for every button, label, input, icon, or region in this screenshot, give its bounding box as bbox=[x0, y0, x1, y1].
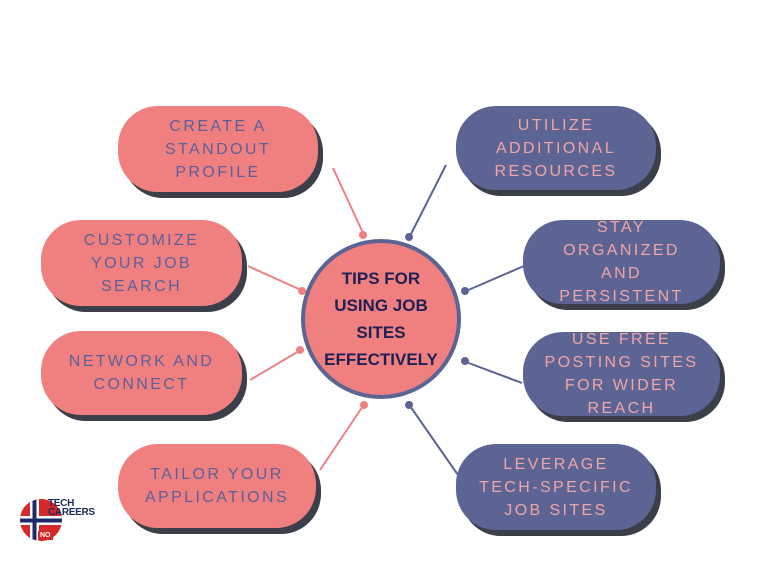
connector-dot bbox=[298, 287, 306, 295]
center-title: TIPS FOR USING JOB SITES EFFECTIVELY bbox=[324, 269, 438, 369]
tip-label: NETWORK AND CONNECT bbox=[68, 353, 215, 393]
center-topic: TIPS FOR USING JOB SITES EFFECTIVELY bbox=[301, 239, 461, 399]
tip-utilize-additional-resources: UTILIZE ADDITIONAL RESOURCES bbox=[456, 106, 656, 190]
tip-leverage-tech-sites: LEVERAGE TECH-SPECIFIC JOB SITES bbox=[456, 444, 656, 530]
connector-line bbox=[409, 405, 459, 476]
tip-label: CREATE A STANDOUT PROFILE bbox=[164, 117, 271, 181]
connector-line bbox=[409, 164, 447, 237]
tip-label: TAILOR YOUR APPLICATIONS bbox=[144, 466, 290, 506]
logo-wordmark: TECH CAREERS bbox=[48, 498, 95, 518]
connector-line bbox=[465, 361, 523, 384]
tip-label: LEVERAGE TECH-SPECIFIC JOB SITES bbox=[479, 455, 633, 519]
connector-dot bbox=[359, 231, 367, 239]
logo-line-1: TECH bbox=[48, 498, 75, 509]
tip-network-and-connect: NETWORK AND CONNECT bbox=[41, 331, 242, 415]
connector-dot bbox=[405, 233, 413, 241]
tip-create-standout-profile: CREATE A STANDOUT PROFILE bbox=[118, 106, 318, 192]
connector-line bbox=[247, 265, 302, 291]
tip-tailor-applications: TAILOR YOUR APPLICATIONS bbox=[118, 444, 316, 528]
tip-customize-job-search: CUSTOMIZE YOUR JOB SEARCH bbox=[41, 220, 242, 306]
tip-label: CUSTOMIZE YOUR JOB SEARCH bbox=[83, 231, 200, 295]
connector-line bbox=[332, 167, 364, 234]
tip-label: UTILIZE ADDITIONAL RESOURCES bbox=[494, 116, 618, 180]
tech-careers-logo: TECH CAREERS NO bbox=[20, 497, 100, 547]
connector-dot bbox=[360, 401, 368, 409]
connector-dot bbox=[461, 357, 469, 365]
connector-dot bbox=[296, 346, 304, 354]
connector-line bbox=[319, 405, 364, 471]
logo-line-2: CAREERS bbox=[48, 507, 95, 518]
connector-dot bbox=[461, 287, 469, 295]
logo-badge: NO bbox=[38, 531, 53, 540]
tip-stay-organized: STAY ORGANIZED AND PERSISTENT bbox=[523, 219, 720, 305]
tip-label: USE FREE POSTING SITES FOR WIDER REACH bbox=[544, 331, 699, 417]
connector-line bbox=[465, 265, 525, 292]
tip-use-free-posting-sites: USE FREE POSTING SITES FOR WIDER REACH bbox=[523, 331, 720, 417]
connector-line bbox=[249, 350, 300, 381]
tip-label: STAY ORGANIZED AND PERSISTENT bbox=[559, 219, 684, 305]
connector-dot bbox=[405, 401, 413, 409]
